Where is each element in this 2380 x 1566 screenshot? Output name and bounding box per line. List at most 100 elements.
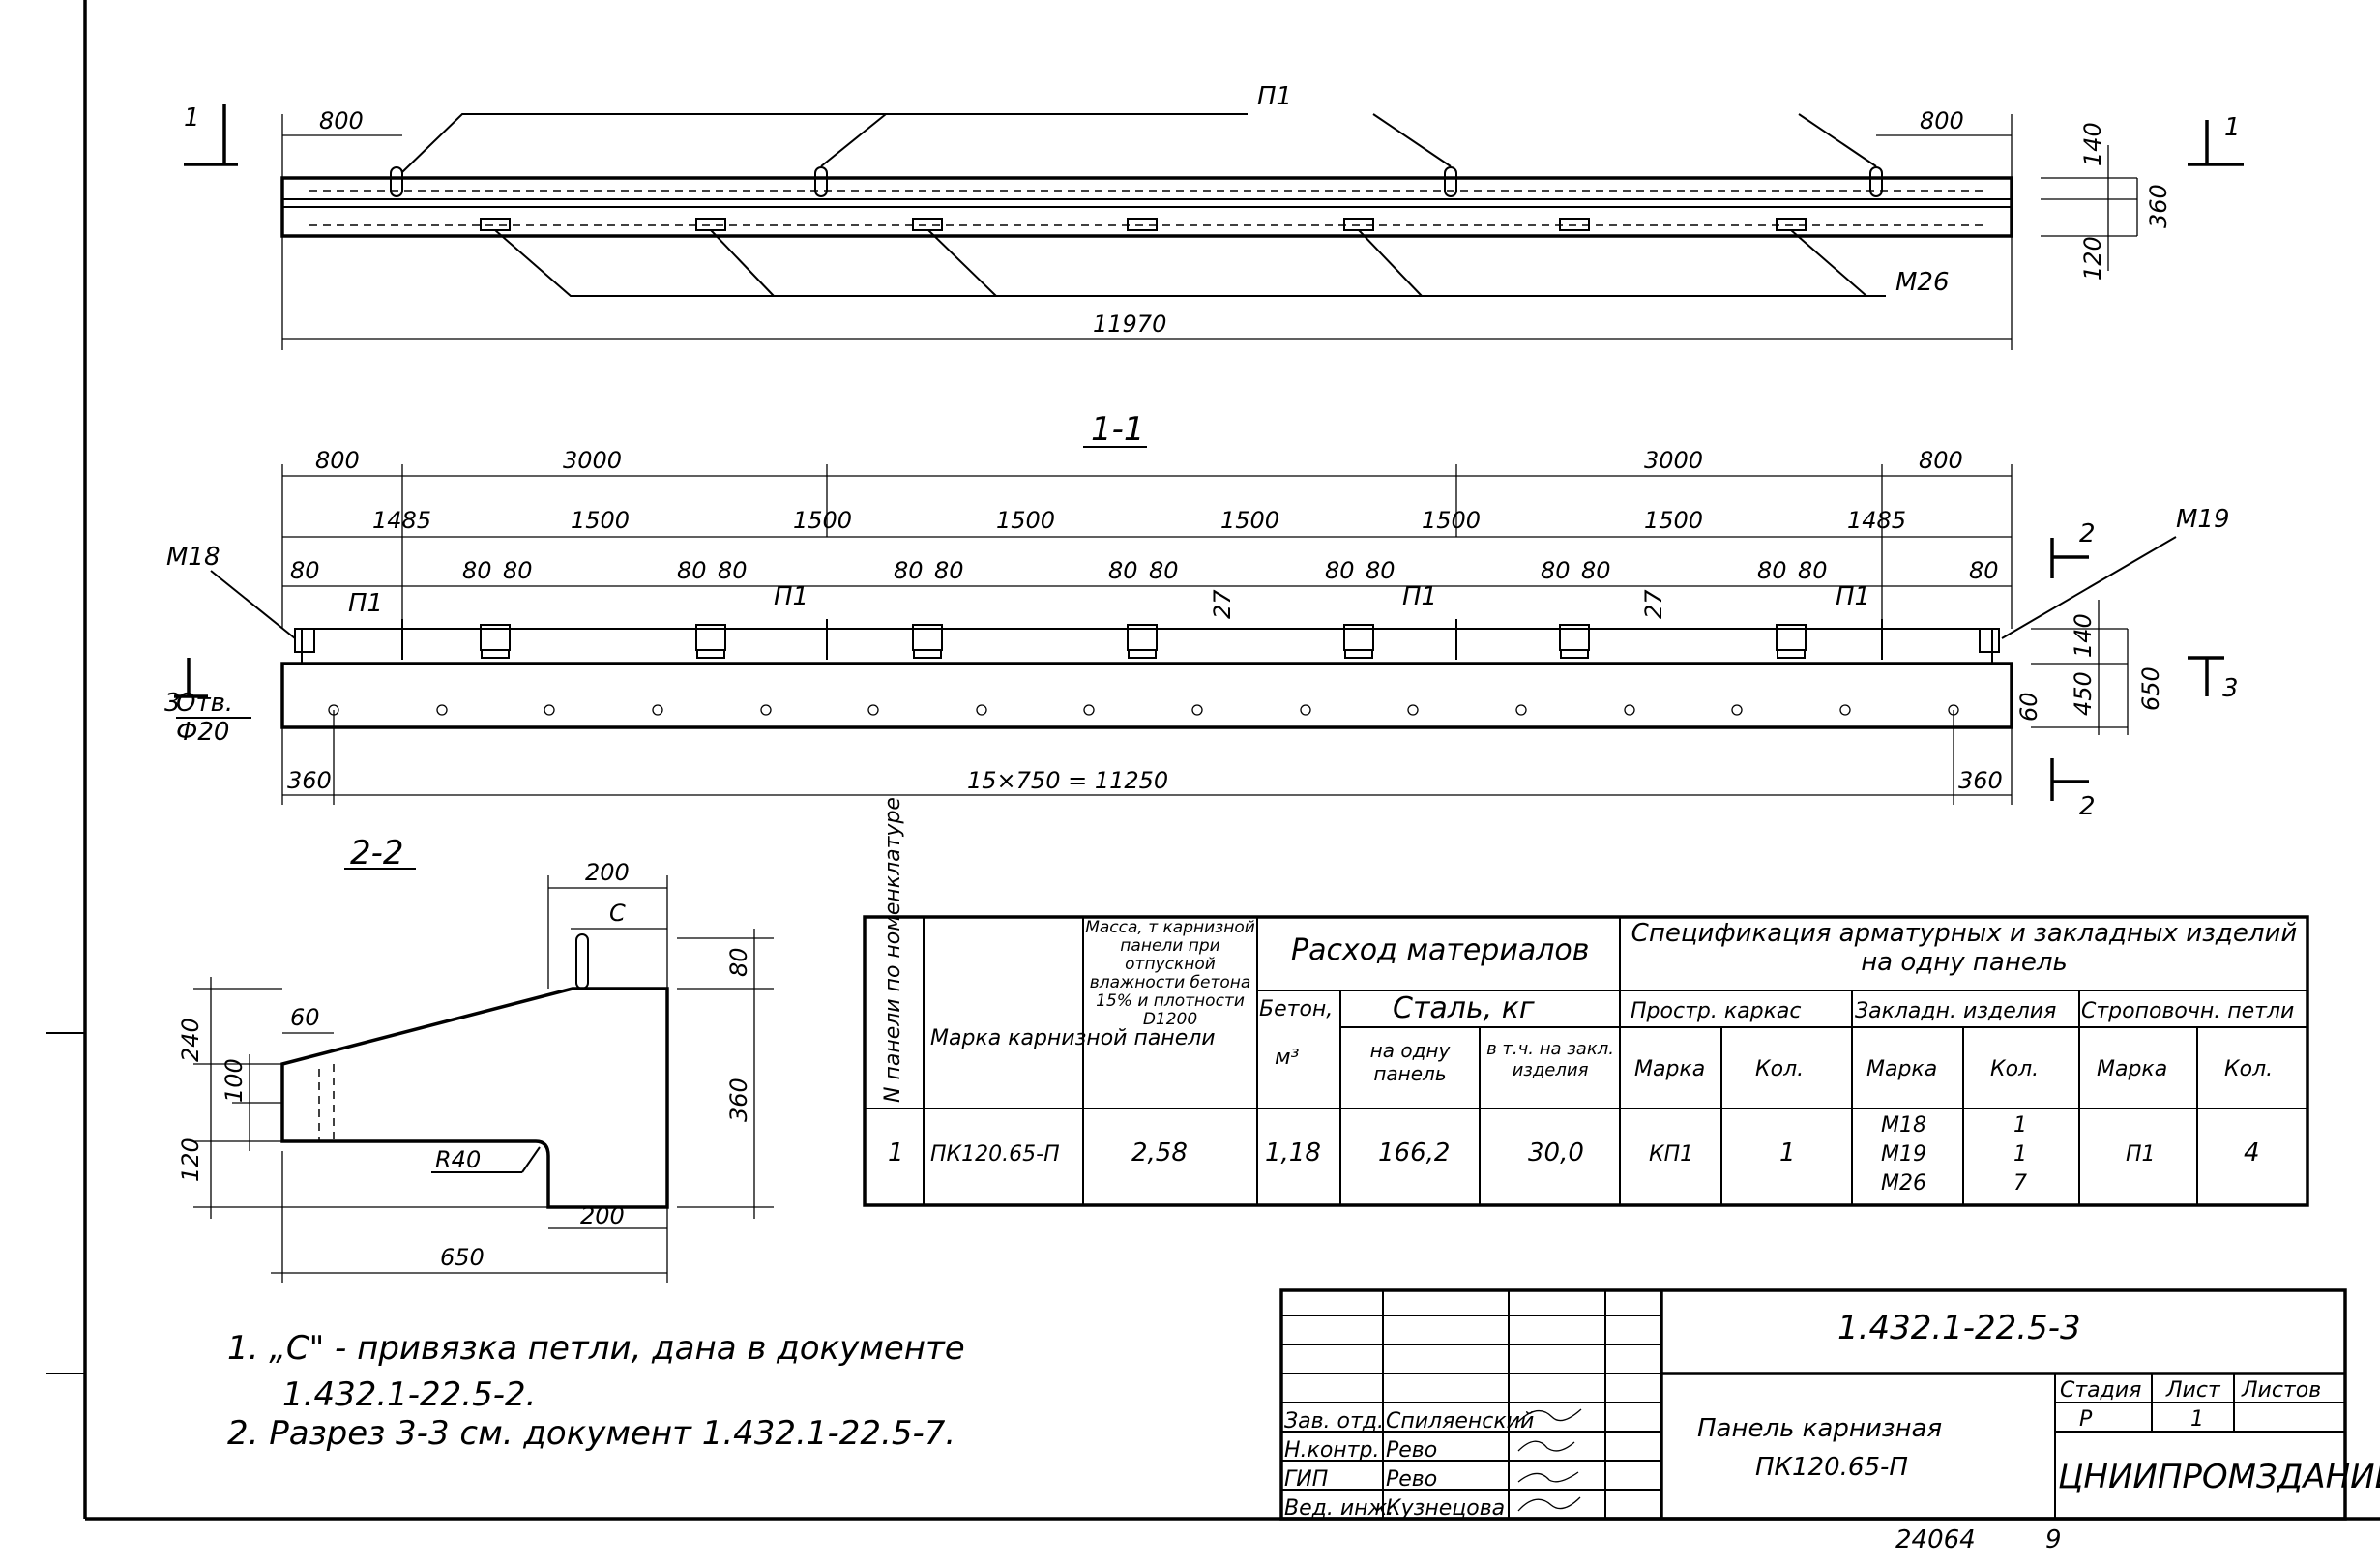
s11-mid-dim-4: 1500: [996, 507, 1055, 534]
th-lift-qty: Кол.: [2224, 1057, 2273, 1081]
tb-signatures: [1517, 1408, 1582, 1512]
plan-dim-360: 360: [2145, 184, 2172, 228]
s11-spacer-dim-l: 80: [1541, 557, 1571, 584]
tb-sheets-label: Листов: [2241, 1378, 2321, 1403]
note-1-cont: 1.432.1-22.5-2.: [282, 1375, 536, 1414]
s11-mid-dim-5: 1500: [1220, 507, 1279, 534]
s11-mid-dim-8: 1485: [1847, 507, 1906, 534]
td-frame-mark: КП1: [1649, 1142, 1693, 1167]
td-frame-qty: 1: [1779, 1138, 1796, 1167]
tb-panel-name-1: Панель карнизная: [1697, 1414, 1942, 1443]
tb-sheet-label: Лист: [2165, 1378, 2221, 1403]
th-lift-brand: Марка: [2097, 1057, 2167, 1081]
s22-dim-120: 120: [177, 1138, 204, 1182]
s11-m19-label: М19: [2176, 505, 2230, 534]
s11-right-dim-140: 140: [2070, 613, 2097, 658]
s11-spacer-dim-n: 80: [1757, 557, 1787, 584]
notes: 1. „С" - привязка петли, дана в документ…: [227, 1329, 965, 1453]
td-mass: 2,58: [1131, 1138, 1188, 1167]
s22-dim-80: 80: [725, 947, 752, 977]
th-embed-qty: Кол.: [1990, 1057, 2039, 1081]
th-mass: Масса, т карнизной панели при отпускной …: [1085, 919, 1255, 1029]
s22-dim-100: 100: [220, 1058, 248, 1103]
s11-bottom-dim-mid: 15×750 = 11250: [967, 767, 1168, 794]
s22-dim-200-bottom: 200: [580, 1202, 625, 1229]
s11-spacer-dim-a: 80: [290, 557, 320, 584]
s11-mid-dim-7: 1500: [1644, 507, 1703, 534]
s11-top-dim-4: 800: [1919, 447, 1963, 474]
td-embed-mark-2: М19: [1881, 1142, 1926, 1167]
s11-spacer-dim-e: 80: [718, 557, 748, 584]
td-concrete: 1,18: [1265, 1138, 1321, 1167]
th-frame-brand: Марка: [1634, 1057, 1705, 1081]
s11-spacer-dim-f: 80: [894, 557, 924, 584]
spec-table: N панели по номенклатуре Марка карнизной…: [863, 797, 2309, 1207]
th-steel: Сталь, кг: [1393, 991, 1535, 1025]
s11-spacer-dim-o: 80: [1798, 557, 1828, 584]
tb-role-1: Зав. отд.: [1284, 1409, 1384, 1433]
s22-dim-r40: R40: [435, 1146, 481, 1173]
tb-sheet: 1: [2190, 1407, 2204, 1432]
th-lift: Строповочн. петли: [2081, 999, 2294, 1023]
tb-org: ЦНИИПРОМЗДАНИЙ: [2058, 1457, 2380, 1496]
th-panel-no: N панели по номенклатуре: [881, 797, 905, 1103]
th-embed-brand: Марка: [1866, 1057, 1937, 1081]
s22-dim-650: 650: [440, 1244, 485, 1271]
tb-doc-code: 1.432.1-22.5-3: [1837, 1309, 2081, 1347]
s11-mid-dim-3: 1500: [793, 507, 852, 534]
td-embed-mark-1: М18: [1881, 1113, 1926, 1138]
s11-p1-label-1: П1: [348, 589, 383, 618]
td-embed-qty-3: 7: [2013, 1171, 2027, 1196]
s11-mid-dim-1: 1485: [372, 507, 431, 534]
th-per-panel: на одну панель: [1370, 1039, 1451, 1085]
s11-spacer-dim-m: 80: [1581, 557, 1611, 584]
tb-stage-label: Стадия: [2060, 1378, 2141, 1403]
s11-spacer-dim-j: 80: [1325, 557, 1355, 584]
s11-mark3-right: 3: [2222, 674, 2239, 703]
s11-bottom-dim-left: 360: [287, 767, 332, 794]
s11-spacer-dim-c: 80: [503, 557, 533, 584]
s11-top-dim-1: 800: [315, 447, 360, 474]
title-block: Зав. отд. Н.контр. ГИП Вед. инж. Спиляен…: [1279, 1288, 2380, 1554]
th-frame: Простр. каркас: [1631, 999, 1801, 1023]
note-1: 1. „С" - привязка петли, дана в документ…: [227, 1329, 965, 1368]
s11-mark2-top: 2: [2079, 519, 2096, 548]
s22-dim-360: 360: [725, 1078, 752, 1122]
tb-role-2: Н.контр.: [1284, 1438, 1379, 1463]
s11-spacer-dim-k: 80: [1366, 557, 1396, 584]
s11-p1-label-3: П1: [1402, 582, 1437, 611]
section-1-1: 1-1: [164, 410, 2239, 821]
tb-role-3: ГИП: [1284, 1467, 1328, 1492]
plan-section-mark-right: 1: [2224, 113, 2241, 142]
plan-p1-label: П1: [1257, 82, 1292, 111]
s11-top-dim-2: 3000: [563, 447, 622, 474]
tb-name-2: Рево: [1386, 1438, 1437, 1463]
tb-archive: 24064: [1895, 1525, 1976, 1554]
td-steel-embed: 30,0: [1528, 1138, 1584, 1167]
s11-mark3-left: 3: [164, 689, 181, 718]
td-embed-qty-1: 1: [2013, 1113, 2027, 1138]
td-lift-mark: П1: [2126, 1142, 2156, 1167]
s11-mid-dim-6: 1500: [1422, 507, 1481, 534]
td-embed-mark-3: М26: [1881, 1171, 1926, 1196]
plan-section-mark-left: 1: [184, 103, 200, 133]
s11-hole-dia: Ф20: [176, 718, 229, 747]
plan-m26-label: М26: [1895, 268, 1950, 297]
s11-top-dim-3: 3000: [1644, 447, 1703, 474]
th-m3: м³: [1275, 1046, 1300, 1070]
s22-dim-240: 240: [177, 1018, 204, 1062]
plan-dim-120: 120: [2079, 236, 2106, 281]
s11-bottom-dim-right: 360: [1958, 767, 2003, 794]
s22-dim-60: 60: [290, 1004, 320, 1031]
s11-dim-27-b: 27: [1640, 589, 1667, 619]
s22-dim-c: С: [609, 900, 626, 927]
td-lift-qty: 4: [2244, 1138, 2260, 1167]
tb-name-3: Рево: [1386, 1467, 1437, 1492]
th-spec: Спецификация арматурных и закладных изде…: [1631, 919, 2298, 977]
s11-spacer-dim-p: 80: [1969, 557, 1999, 584]
th-panel-mark: Марка карнизной панели: [930, 1026, 1216, 1050]
plan-view: П1 М26 800 800 11970 140 360 120 1 1: [184, 82, 2244, 350]
tb-stage: Р: [2079, 1407, 2093, 1432]
s11-dim-27-a: 27: [1209, 589, 1236, 619]
